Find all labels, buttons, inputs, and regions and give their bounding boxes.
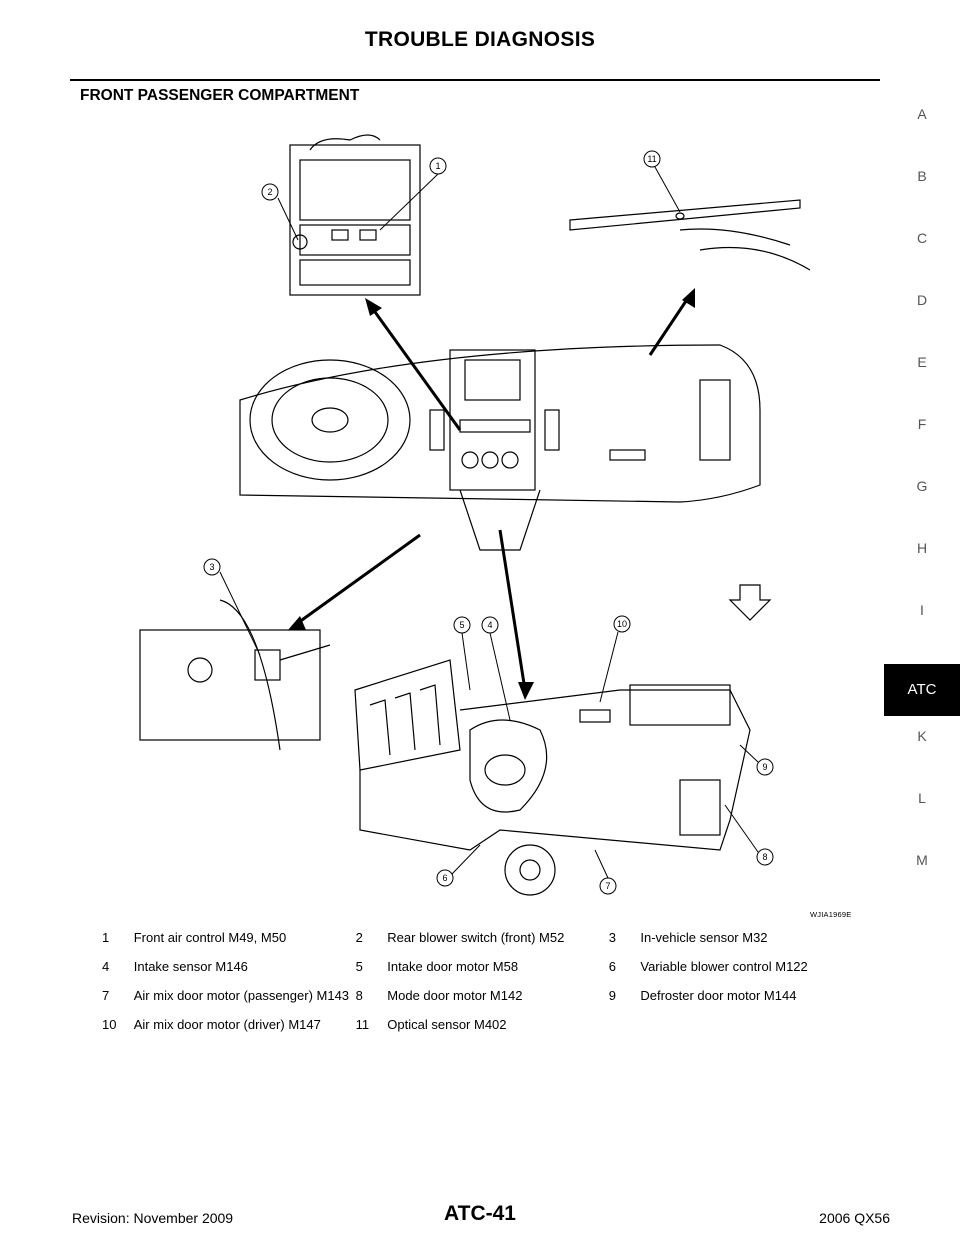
header-divider <box>70 79 880 81</box>
legend-label: Intake door motor M58 <box>387 959 519 974</box>
in-vehicle-sensor-drawing <box>139 599 331 751</box>
tab-m[interactable]: M <box>916 852 928 868</box>
tab-a[interactable]: A <box>917 106 927 122</box>
legend-number: 6 <box>608 959 616 974</box>
legend-number: 3 <box>608 930 616 945</box>
callout-7: 7 <box>605 881 610 891</box>
legend-number: 9 <box>608 988 616 1003</box>
page-header-title: TROUBLE DIAGNOSIS <box>364 28 596 51</box>
optical-sensor-drawing <box>569 199 811 271</box>
callout-2: 2 <box>267 187 272 197</box>
table-row: 1 Front air control M49, M50 2 Rear blow… <box>102 930 862 959</box>
tab-b[interactable]: B <box>917 168 927 184</box>
callout-9: 9 <box>762 762 767 772</box>
callout-markers <box>203 150 774 895</box>
legend-number: 10 <box>102 1017 117 1032</box>
legend-label: Air mix door motor (driver) M147 <box>133 1017 321 1032</box>
arrow-heads <box>288 288 695 700</box>
section-tab-index: A B C D E F G H I ATC K L M <box>884 100 960 908</box>
legend-label <box>640 1017 862 1046</box>
component-legend-table: 1 Front air control M49, M50 2 Rear blow… <box>102 930 862 1046</box>
callout-10: 10 <box>617 619 627 629</box>
legend-label: Defroster door motor M144 <box>640 988 797 1003</box>
callout-11: 11 <box>647 154 656 164</box>
tab-f[interactable]: F <box>917 416 927 432</box>
tab-i[interactable]: I <box>920 602 924 618</box>
front-air-control-drawing <box>289 134 421 296</box>
tab-k[interactable]: K <box>917 728 927 744</box>
legend-number <box>609 1017 641 1046</box>
legend-number: 11 <box>355 1017 370 1032</box>
legend-number: 8 <box>355 988 363 1003</box>
callout-1: 1 <box>435 161 440 171</box>
component-location-figure: 1 2 3 4 5 6 7 8 9 10 11 <box>120 130 860 920</box>
legend-number: 2 <box>355 930 363 945</box>
tab-c[interactable]: C <box>916 230 928 246</box>
callout-6: 6 <box>442 873 447 883</box>
legend-label: Air mix door motor (passenger) M143 <box>133 988 350 1003</box>
page-number: ATC-41 <box>444 1202 516 1225</box>
tab-l[interactable]: L <box>918 790 926 806</box>
callout-4: 4 <box>487 620 492 630</box>
table-row: 7 Air mix door motor (passenger) M143 8 … <box>102 988 862 1017</box>
callout-5: 5 <box>459 620 464 630</box>
legend-number: 7 <box>102 988 110 1003</box>
table-row: 10 Air mix door motor (driver) M147 11 O… <box>102 1017 862 1046</box>
tab-g[interactable]: G <box>916 478 928 494</box>
tab-e[interactable]: E <box>917 354 927 370</box>
figure-code: WJIA1969E <box>810 910 852 919</box>
section-title: FRONT PASSENGER COMPARTMENT <box>80 87 360 104</box>
legend-number: 5 <box>355 959 363 974</box>
legend-label: Rear blower switch (front) M52 <box>387 930 565 945</box>
instrument-panel-drawing <box>239 344 761 551</box>
legend-label: In-vehicle sensor M32 <box>640 930 768 945</box>
legend-label: Front air control M49, M50 <box>133 930 287 945</box>
callout-8: 8 <box>762 852 767 862</box>
callout-3: 3 <box>209 562 214 572</box>
legend-label: Variable blower control M122 <box>640 959 808 974</box>
vehicle-model: 2006 QX56 <box>819 1210 890 1226</box>
legend-label: Optical sensor M402 <box>387 1017 507 1032</box>
heater-cooling-unit-drawing <box>354 659 751 896</box>
down-arrow-icon <box>728 584 772 621</box>
legend-label: Mode door motor M142 <box>387 988 523 1003</box>
legend-label: Intake sensor M146 <box>133 959 248 974</box>
tab-d[interactable]: D <box>916 292 928 308</box>
revision-date: Revision: November 2009 <box>72 1210 234 1226</box>
leader-arrows <box>294 294 692 691</box>
table-row: 4 Intake sensor M146 5 Intake door motor… <box>102 959 862 988</box>
legend-number: 4 <box>102 959 110 974</box>
tab-atc[interactable]: ATC <box>884 664 960 716</box>
tab-h[interactable]: H <box>916 540 928 556</box>
legend-number: 1 <box>102 930 110 945</box>
